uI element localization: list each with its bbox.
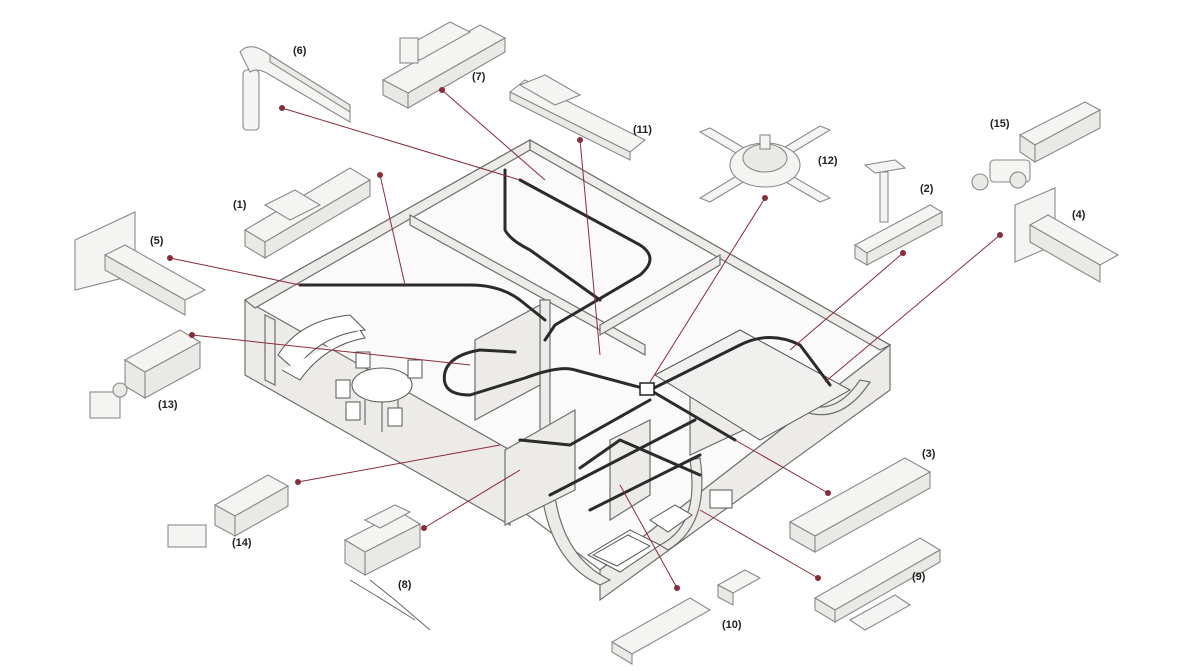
sofa xyxy=(277,314,367,381)
part-2-suspension-bracket xyxy=(853,159,944,266)
interior-wall-1 xyxy=(409,213,646,357)
part-8-lift-hoist-unit xyxy=(343,504,431,631)
label-1: (1) xyxy=(233,199,247,211)
label-6: (6) xyxy=(293,45,307,57)
part-10-end-stop-rail xyxy=(610,569,762,665)
part-7-rail-with-trolley xyxy=(381,21,507,109)
bed-area xyxy=(653,329,852,441)
interior-wall-8 xyxy=(264,314,276,386)
part-15-wheeled-trolley xyxy=(971,101,1102,191)
label-3: (3) xyxy=(922,448,936,460)
label-10: (10) xyxy=(722,619,742,631)
washbasin xyxy=(649,504,693,533)
bathtub xyxy=(586,529,661,573)
part-13-motor-unit xyxy=(89,329,202,419)
label-14: (14) xyxy=(232,537,252,549)
label-5: (5) xyxy=(150,235,164,247)
ceiling-track xyxy=(298,168,832,512)
apartment-cutaway xyxy=(243,138,892,602)
part-5-wall-rail-bracket xyxy=(74,211,207,316)
part-9-rail-splice xyxy=(813,537,942,631)
part-3-rail-section xyxy=(788,457,932,553)
interior-wall-6 xyxy=(504,408,576,526)
part-12-turntable-cross xyxy=(698,125,832,203)
label-11: (11) xyxy=(633,124,652,136)
label-9: (9) xyxy=(912,571,926,583)
part-14-drive-unit xyxy=(167,474,290,548)
outer-wall-back-right xyxy=(529,138,892,351)
label-13: (13) xyxy=(158,399,178,411)
bathroom-curved-wall-right xyxy=(658,457,703,551)
label-2: (2) xyxy=(920,183,934,195)
label-12: (12) xyxy=(818,155,838,167)
part-11-track-section xyxy=(508,74,647,161)
leader-lines xyxy=(169,89,1001,589)
label-7: (7) xyxy=(472,71,486,83)
label-4: (4) xyxy=(1072,209,1086,221)
label-15: (15) xyxy=(990,118,1010,130)
turntable-junction xyxy=(639,382,655,396)
leader-dots xyxy=(167,87,1003,591)
part-4-wall-mount-bracket xyxy=(1014,187,1120,283)
part-1-rail-with-mount-plate xyxy=(243,167,372,259)
toilet xyxy=(709,489,733,509)
dining-table xyxy=(335,351,423,432)
interior-wall-2 xyxy=(599,253,721,337)
label-8: (8) xyxy=(398,579,412,591)
part-6-curved-rail-bracket xyxy=(239,46,351,131)
